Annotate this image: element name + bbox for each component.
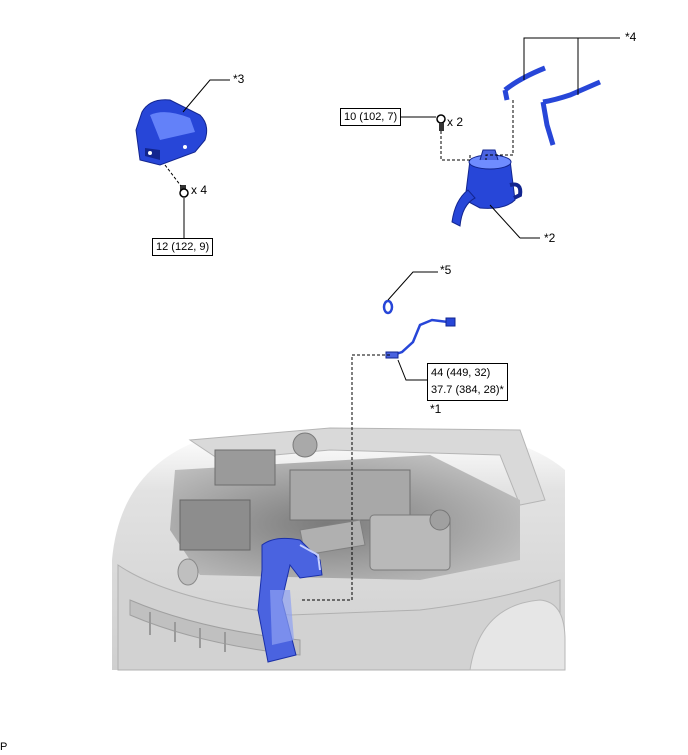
callout-2: *2 (544, 231, 556, 245)
torque-sensor-line1: 44 (449, 32) (431, 367, 491, 379)
hose-parts (502, 65, 601, 146)
torque-box-left: 12 (122, 9) (152, 238, 214, 256)
installed-converter (257, 537, 323, 663)
quantity-left-bolt: x 4 (191, 183, 208, 197)
heat-insulator-part (135, 99, 208, 166)
oxygen-sensor-part (385, 317, 456, 359)
converter-bolt (436, 114, 446, 131)
leader-3 (182, 79, 230, 113)
callout-4: *4 (625, 30, 637, 44)
car-body (112, 427, 566, 671)
corner-letter: P (0, 741, 8, 753)
dash-line-3 (164, 164, 182, 187)
torque-box-upper: 10 (102, 7) (340, 108, 402, 126)
torque-sensor-line2: 37.7 (384, 28)* (431, 384, 504, 396)
callout-3: *3 (233, 72, 245, 86)
callout-5: *5 (440, 263, 452, 277)
gasket-part (382, 299, 394, 315)
leader-2b (489, 204, 521, 239)
dash-line-4 (485, 100, 514, 160)
leader-4 (523, 37, 620, 80)
dash-line-1 (300, 354, 390, 601)
torque-box-sensor: 44 (449, 32) 37.7 (384, 28)* (427, 363, 508, 401)
converter-part (451, 149, 523, 227)
dash-line-2 (440, 131, 471, 161)
leader-5 (387, 271, 438, 301)
heat-insulator-bolt (179, 185, 189, 198)
leader-1 (397, 359, 428, 381)
quantity-upper-bolt: x 2 (447, 115, 464, 129)
callout-1: *1 (430, 402, 442, 416)
